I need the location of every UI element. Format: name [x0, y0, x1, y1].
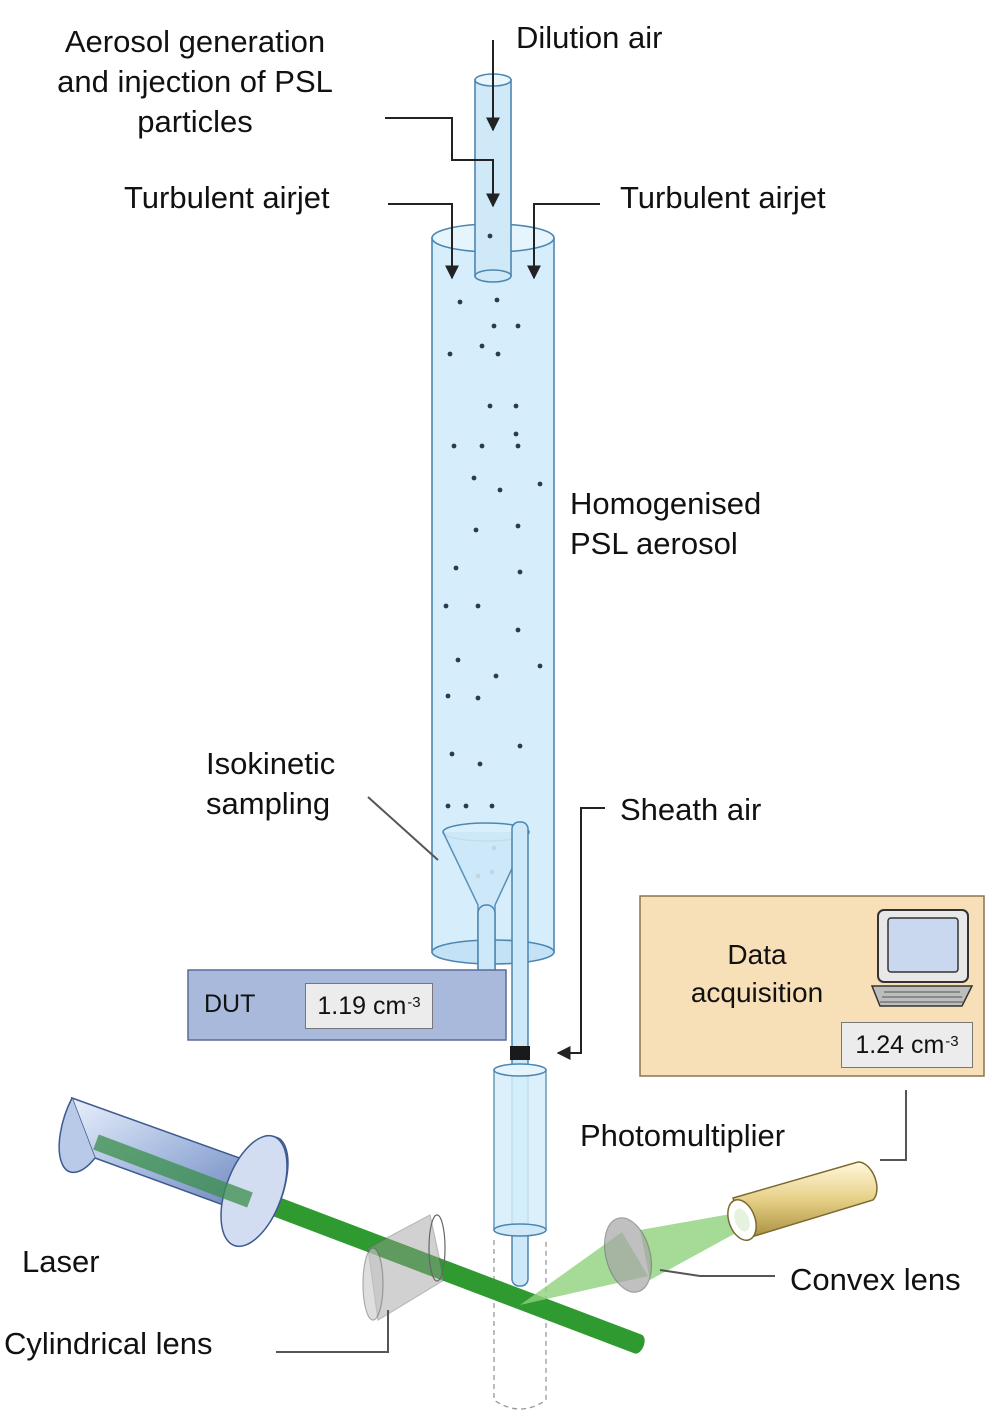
particle-dot [453, 565, 459, 571]
daq-unit-exponent: -3 [945, 1032, 959, 1050]
particle-dot [477, 761, 483, 767]
particle-dot [487, 233, 493, 239]
aerosol-generation-label: Aerosol generation and injection of PSL … [30, 22, 360, 142]
homogenised-label: Homogenised PSL aerosol [570, 484, 761, 564]
particle-dot [449, 751, 455, 757]
particle-dot [457, 299, 463, 305]
flow-arrows [385, 40, 605, 1060]
particle-dot [493, 673, 499, 679]
particle-dot [495, 351, 501, 357]
sample-tube [493, 821, 547, 1410]
particle-dot [515, 523, 521, 529]
dut-label: DUT [204, 990, 256, 1018]
homogenised-line-1: Homogenised [570, 486, 762, 521]
data-acquisition-line-2: acquisition [690, 977, 824, 1008]
particle-dot [489, 803, 495, 809]
particle-dot [491, 323, 497, 329]
leader-lines [276, 796, 907, 1353]
sheath-air-label: Sheath air [620, 792, 762, 827]
particle-dot [475, 695, 481, 701]
particle-dot [445, 693, 451, 699]
particle-dot [479, 343, 485, 349]
cylindrical-lens-label: Cylindrical lens [4, 1326, 213, 1361]
particle-dot [513, 403, 519, 409]
particle-dot [494, 297, 500, 303]
particle-dot [537, 481, 543, 487]
data-acquisition-label: Data acquisition [684, 936, 830, 1012]
particle-dot [515, 627, 521, 633]
laser-label: Laser [22, 1244, 100, 1279]
particle-dot [475, 603, 481, 609]
aerosol-generation-line-3: particles [137, 104, 253, 139]
dut-readout: 1.19 cm-3 [305, 983, 433, 1029]
particle-dot [473, 527, 479, 533]
cylindrical-lens [362, 1214, 446, 1321]
photomultiplier-label: Photomultiplier [580, 1118, 786, 1153]
daq-value: 1.24 cm [855, 1030, 945, 1059]
particle-dot [515, 443, 521, 449]
particle-dot [479, 443, 485, 449]
photomultiplier [727, 1161, 878, 1241]
dilution-air-label: Dilution air [516, 20, 663, 55]
particle-dot [513, 431, 519, 437]
turbulent-airjet-left-label: Turbulent airjet [124, 180, 330, 215]
dut-value: 1.19 cm [317, 991, 407, 1020]
particle-dot [451, 443, 457, 449]
particle-dot [443, 603, 449, 609]
isokinetic-line-2: sampling [206, 786, 331, 821]
particle-dot [517, 743, 523, 749]
aerosol-generation-line-2: and injection of PSL [57, 64, 333, 99]
isokinetic-line-1: Isokinetic [206, 746, 336, 781]
turbulent-airjet-right-label: Turbulent airjet [620, 180, 826, 215]
convex-lens [603, 1217, 653, 1293]
particle-dot [515, 323, 521, 329]
particle-dot [447, 351, 453, 357]
data-acquisition-readout: 1.24 cm-3 [841, 1022, 973, 1068]
data-acquisition-line-1: Data [727, 939, 787, 970]
particle-dot [445, 803, 451, 809]
laser-source [58, 1096, 289, 1248]
computer-icon [870, 909, 974, 1007]
dut-unit-exponent: -3 [407, 993, 421, 1011]
particle-dot [455, 657, 461, 663]
convex-lens-label: Convex lens [790, 1262, 961, 1297]
aerosol-generation-line-1: Aerosol generation [64, 24, 326, 59]
particle-dot [497, 487, 503, 493]
particle-dot [517, 569, 523, 575]
isokinetic-label: Isokinetic sampling [206, 744, 335, 824]
particle-dot [537, 663, 543, 669]
particle-dot [463, 803, 469, 809]
particle-dot [487, 403, 493, 409]
homogenised-line-2: PSL aerosol [570, 526, 738, 561]
particle-dot [471, 475, 477, 481]
